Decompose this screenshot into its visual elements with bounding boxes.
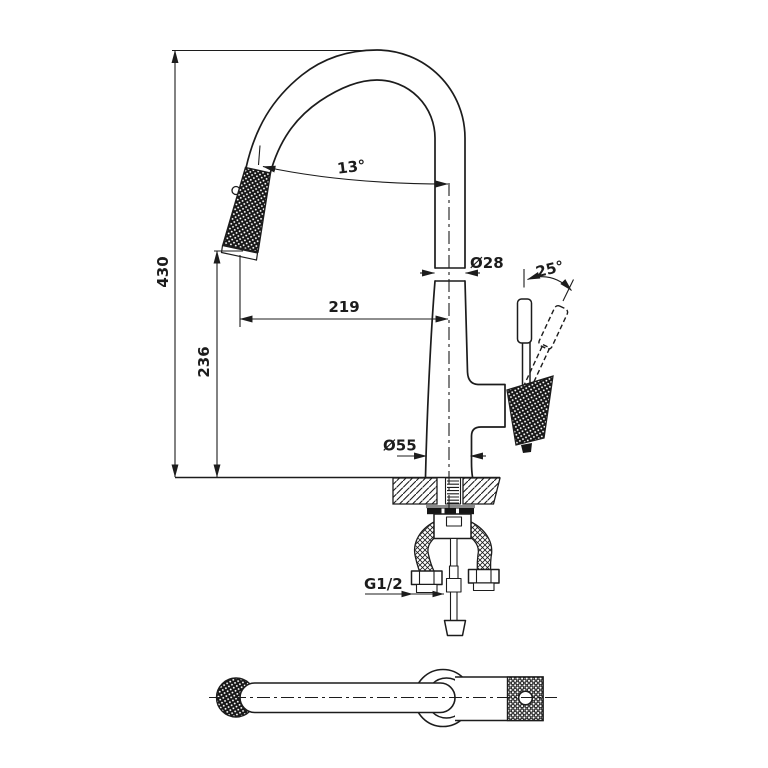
dim-base-diameter: Ø55 (383, 437, 486, 460)
handle-lever-grip (516, 298, 533, 344)
hose-nut-left (410, 570, 443, 594)
body-left-contour (424, 280, 436, 478)
handle-base-knurl (506, 375, 554, 446)
dim-inlet-thread: G1/2 (364, 575, 444, 598)
bottom-view (209, 668, 557, 728)
mounting-rod-lower (449, 591, 458, 622)
side-view (175, 49, 569, 637)
dim-label-spout-reach: 219 (328, 298, 359, 316)
dim-label-head-angle: 13° (336, 156, 366, 177)
spout-inner-contour (269, 79, 436, 269)
dimensions: 430 236 219 Ø28 Ø55 G1/2 (154, 49, 574, 598)
spray-head (222, 166, 272, 253)
spray-head-face (220, 244, 259, 261)
dim-head-to-deck: 236 (195, 250, 243, 478)
mounting-rod-upper (449, 537, 458, 568)
dim-spout-reach: 219 (239, 255, 449, 327)
shank-threads (447, 480, 459, 504)
dim-overall-height: 430 (154, 49, 365, 478)
dim-label-base-diameter: Ø55 (383, 437, 417, 455)
valve-body-detail (445, 516, 463, 527)
spout-outer-contour (245, 49, 466, 269)
spout-coupling (435, 267, 465, 282)
supply-hose-left (414, 519, 445, 578)
dim-label-head-to-deck: 236 (195, 346, 213, 377)
supply-hose-right (460, 519, 493, 573)
mounting-washer-gasket (426, 505, 475, 509)
dim-spout-diameter: Ø28 (420, 254, 504, 277)
dim-label-spout-diameter: Ø28 (470, 254, 504, 272)
mounting-foot (443, 619, 467, 637)
dim-handle-angle: 25° (523, 257, 574, 302)
countertop-hatch-right (462, 477, 501, 505)
handle-base-nub (521, 443, 532, 453)
mounting-rod-step (448, 565, 459, 580)
mounting-rod-block (445, 577, 462, 593)
mounting-washer-plate (427, 508, 474, 515)
countertop-hatch-left (392, 477, 438, 505)
washer-slot-right (456, 508, 459, 514)
dim-head-angle: 13° (257, 145, 449, 188)
washer-slot-left (441, 508, 445, 514)
dim-label-handle-angle: 25° (534, 257, 566, 281)
dim-label-overall-height: 430 (154, 256, 172, 287)
dim-label-inlet-thread: G1/2 (364, 575, 403, 593)
hose-nut-right (467, 568, 500, 592)
body-right-contour-with-mount (464, 280, 506, 478)
